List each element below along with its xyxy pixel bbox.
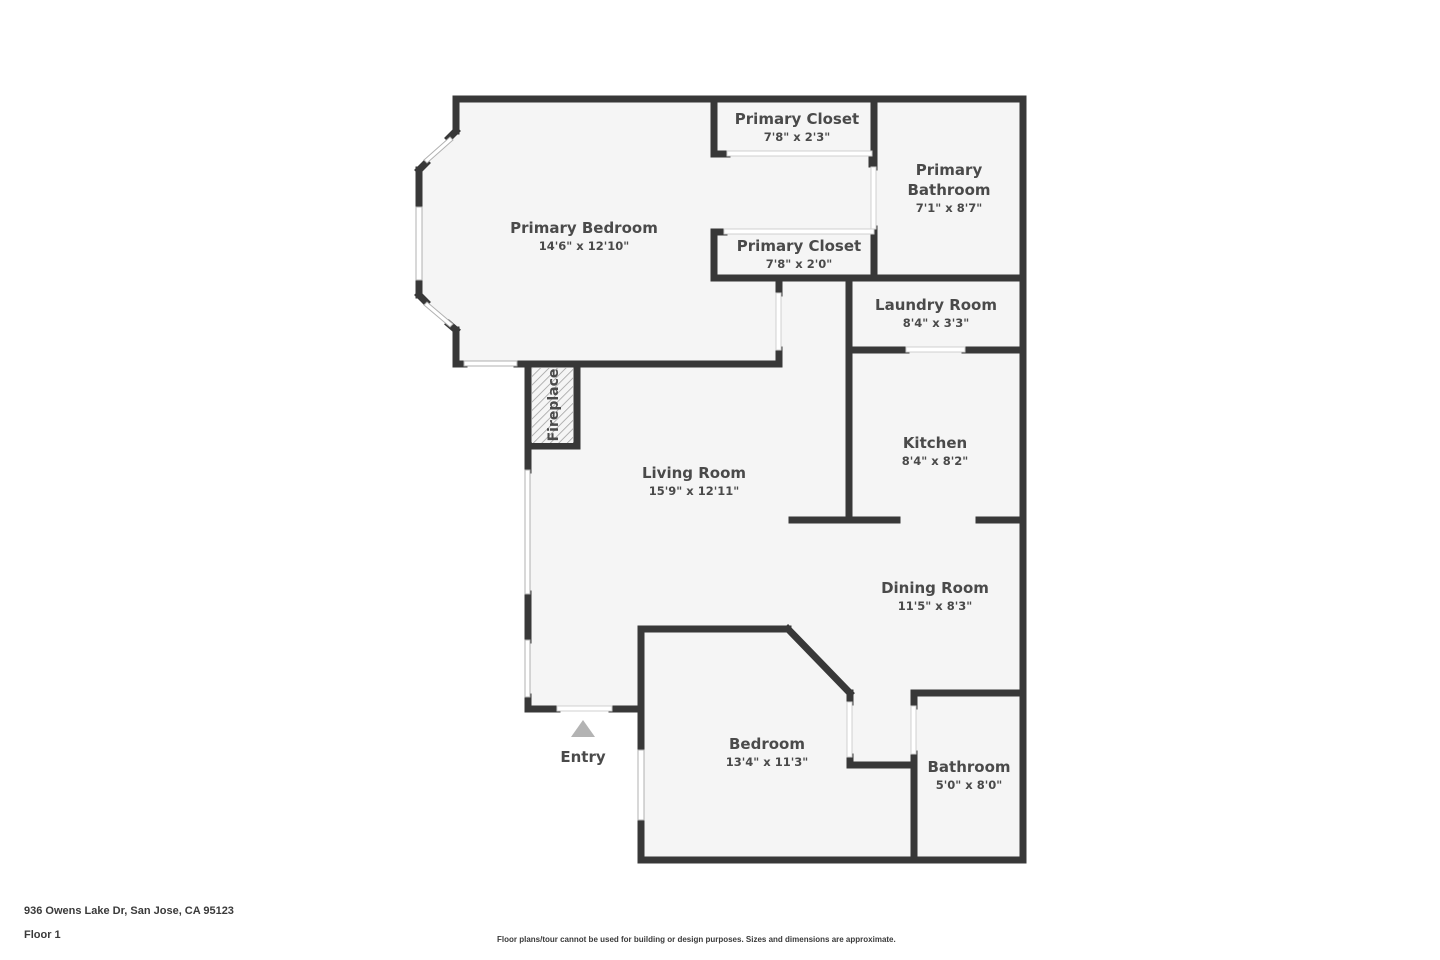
room-bedroom: Bedroom 13'4" x 11'3" <box>726 735 808 769</box>
room-kitchen: Kitchen 8'4" x 8'2" <box>902 434 968 468</box>
room-dimensions: 14'6" x 12'10" <box>539 239 629 253</box>
room-bathroom: Bathroom 5'0" x 8'0" <box>927 758 1010 792</box>
room-primary-closet-bottom: Primary Closet 7'8" x 2'0" <box>737 237 861 271</box>
room-dimensions: 7'8" x 2'0" <box>766 257 832 271</box>
entry-arrow-icon <box>571 720 595 737</box>
room-dimensions: 5'0" x 8'0" <box>936 778 1002 792</box>
room-name: Primary Closet <box>737 237 861 255</box>
room-name: Primary Closet <box>735 110 859 128</box>
disclaimer: Floor plans/tour cannot be used for buil… <box>497 935 896 944</box>
room-name: Kitchen <box>903 434 967 452</box>
property-address: 936 Owens Lake Dr, San Jose, CA 95123 <box>24 905 234 917</box>
room-name: Laundry Room <box>875 296 997 314</box>
room-name-line2: Bathroom <box>907 181 990 199</box>
room-primary-bedroom: Primary Bedroom 14'6" x 12'10" <box>510 219 658 253</box>
fireplace-hatch <box>532 368 573 443</box>
room-dining-room: Dining Room 11'5" x 8'3" <box>881 579 989 613</box>
floor-fill <box>419 99 1023 860</box>
room-dimensions: 7'1" x 8'7" <box>916 201 982 215</box>
room-primary-bathroom: Primary Bathroom 7'1" x 8'7" <box>907 161 990 215</box>
fireplace-label: Fireplace <box>546 369 562 442</box>
room-primary-closet-top: Primary Closet 7'8" x 2'3" <box>735 110 859 144</box>
entry-label: Entry <box>560 748 605 766</box>
doorways <box>556 150 966 758</box>
room-dimensions: 7'8" x 2'3" <box>764 130 830 144</box>
room-name: Dining Room <box>881 579 989 597</box>
room-dimensions: 8'4" x 3'3" <box>903 316 969 330</box>
floor-label: Floor 1 <box>24 929 61 941</box>
room-laundry-room: Laundry Room 8'4" x 3'3" <box>875 296 997 330</box>
room-dimensions: 8'4" x 8'2" <box>902 454 968 468</box>
room-dimensions: 15'9" x 12'11" <box>649 484 739 498</box>
room-name: Bedroom <box>729 735 805 753</box>
room-name: Bathroom <box>927 758 1010 776</box>
windows <box>415 136 645 821</box>
room-name: Living Room <box>642 464 746 482</box>
room-name-line1: Primary <box>916 161 983 179</box>
walls <box>414 95 1027 864</box>
room-dimensions: 11'5" x 8'3" <box>898 599 972 613</box>
room-living-room: Living Room 15'9" x 12'11" <box>642 464 746 498</box>
room-name: Primary Bedroom <box>510 219 658 237</box>
room-dimensions: 13'4" x 11'3" <box>726 755 808 769</box>
